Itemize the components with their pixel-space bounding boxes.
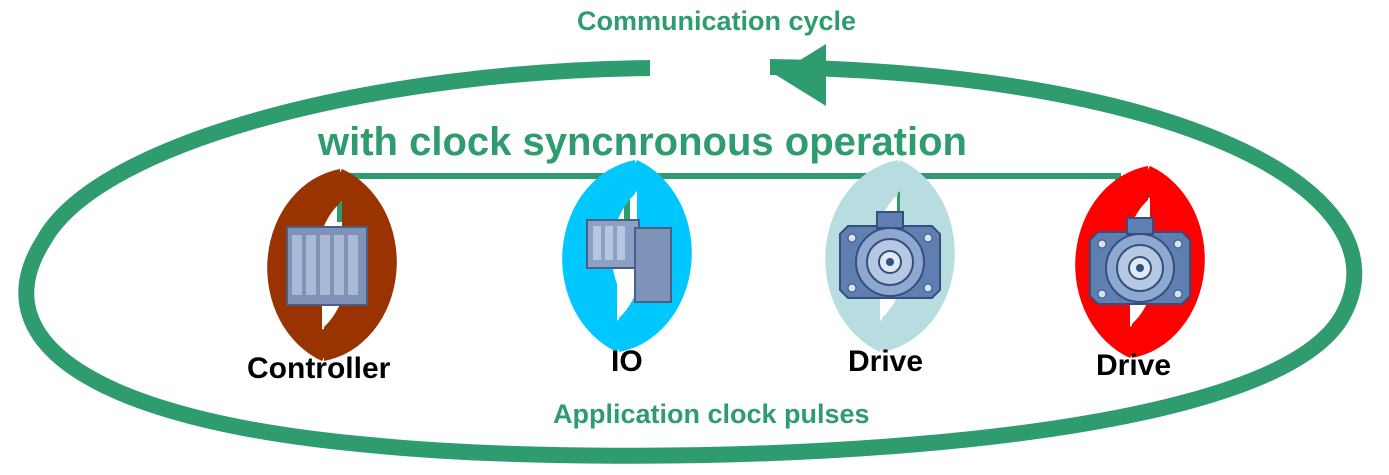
drive-1-label: Drive bbox=[848, 345, 924, 378]
application-clock-label: Application clock pulses bbox=[553, 399, 870, 429]
diagram-title: Communication cycle bbox=[576, 6, 857, 36]
io-device bbox=[562, 160, 692, 352]
communication-cycle-loop bbox=[18, 44, 1363, 464]
drive-2-device bbox=[1075, 166, 1205, 358]
cycle-arrow-head-icon bbox=[776, 44, 826, 106]
controller-label: Controller bbox=[247, 352, 391, 385]
plc-icon bbox=[286, 226, 368, 306]
io-module-icon bbox=[586, 219, 672, 303]
drive-1-device bbox=[825, 160, 955, 352]
bus-lines bbox=[337, 173, 1121, 222]
drive-2-label: Drive bbox=[1096, 349, 1172, 382]
io-label: IO bbox=[611, 345, 643, 378]
diagram-subtitle: with clock syncnronous operation bbox=[318, 120, 967, 164]
controller-device bbox=[267, 169, 397, 361]
